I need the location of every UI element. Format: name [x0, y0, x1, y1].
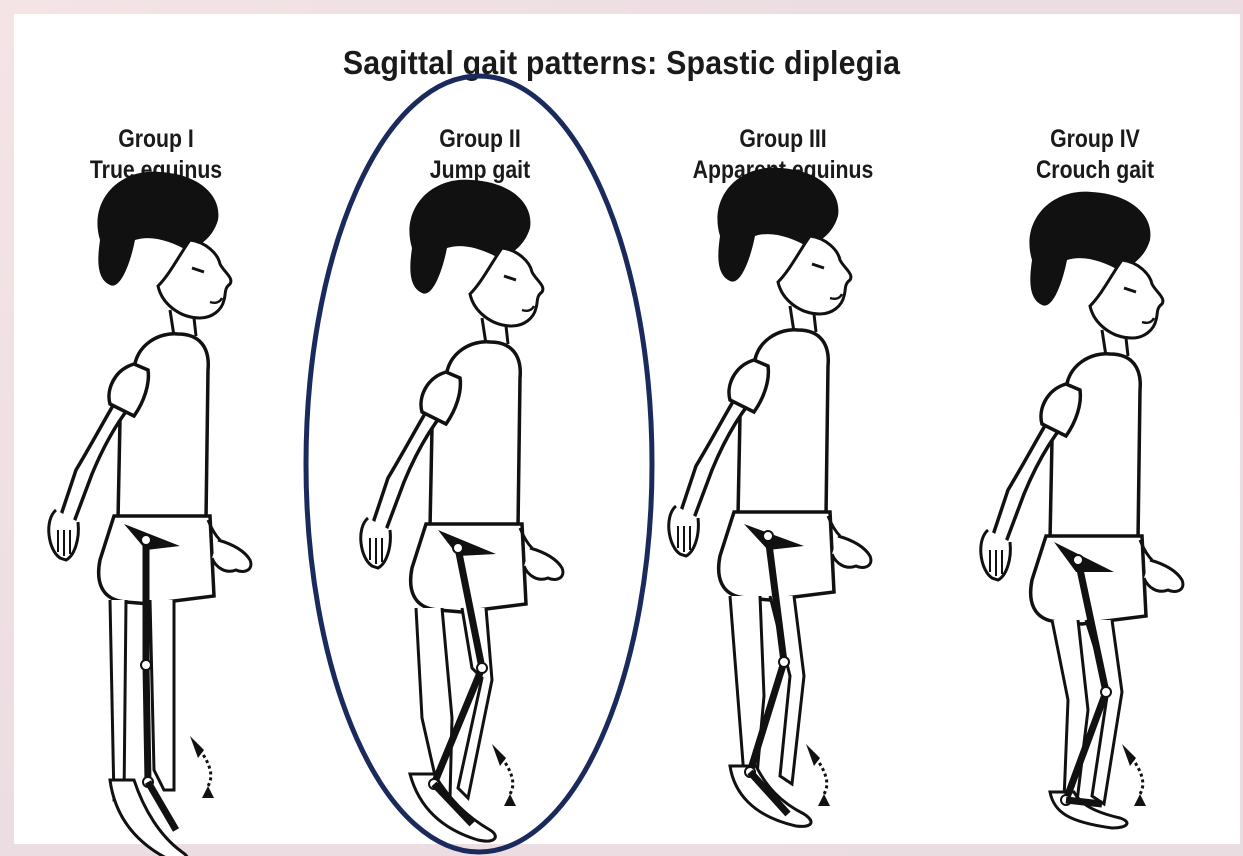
- figure-group-3: [669, 168, 871, 827]
- figure-group-2: [361, 180, 563, 841]
- figure-group-4: [981, 192, 1183, 828]
- figure-group-1: [49, 172, 251, 856]
